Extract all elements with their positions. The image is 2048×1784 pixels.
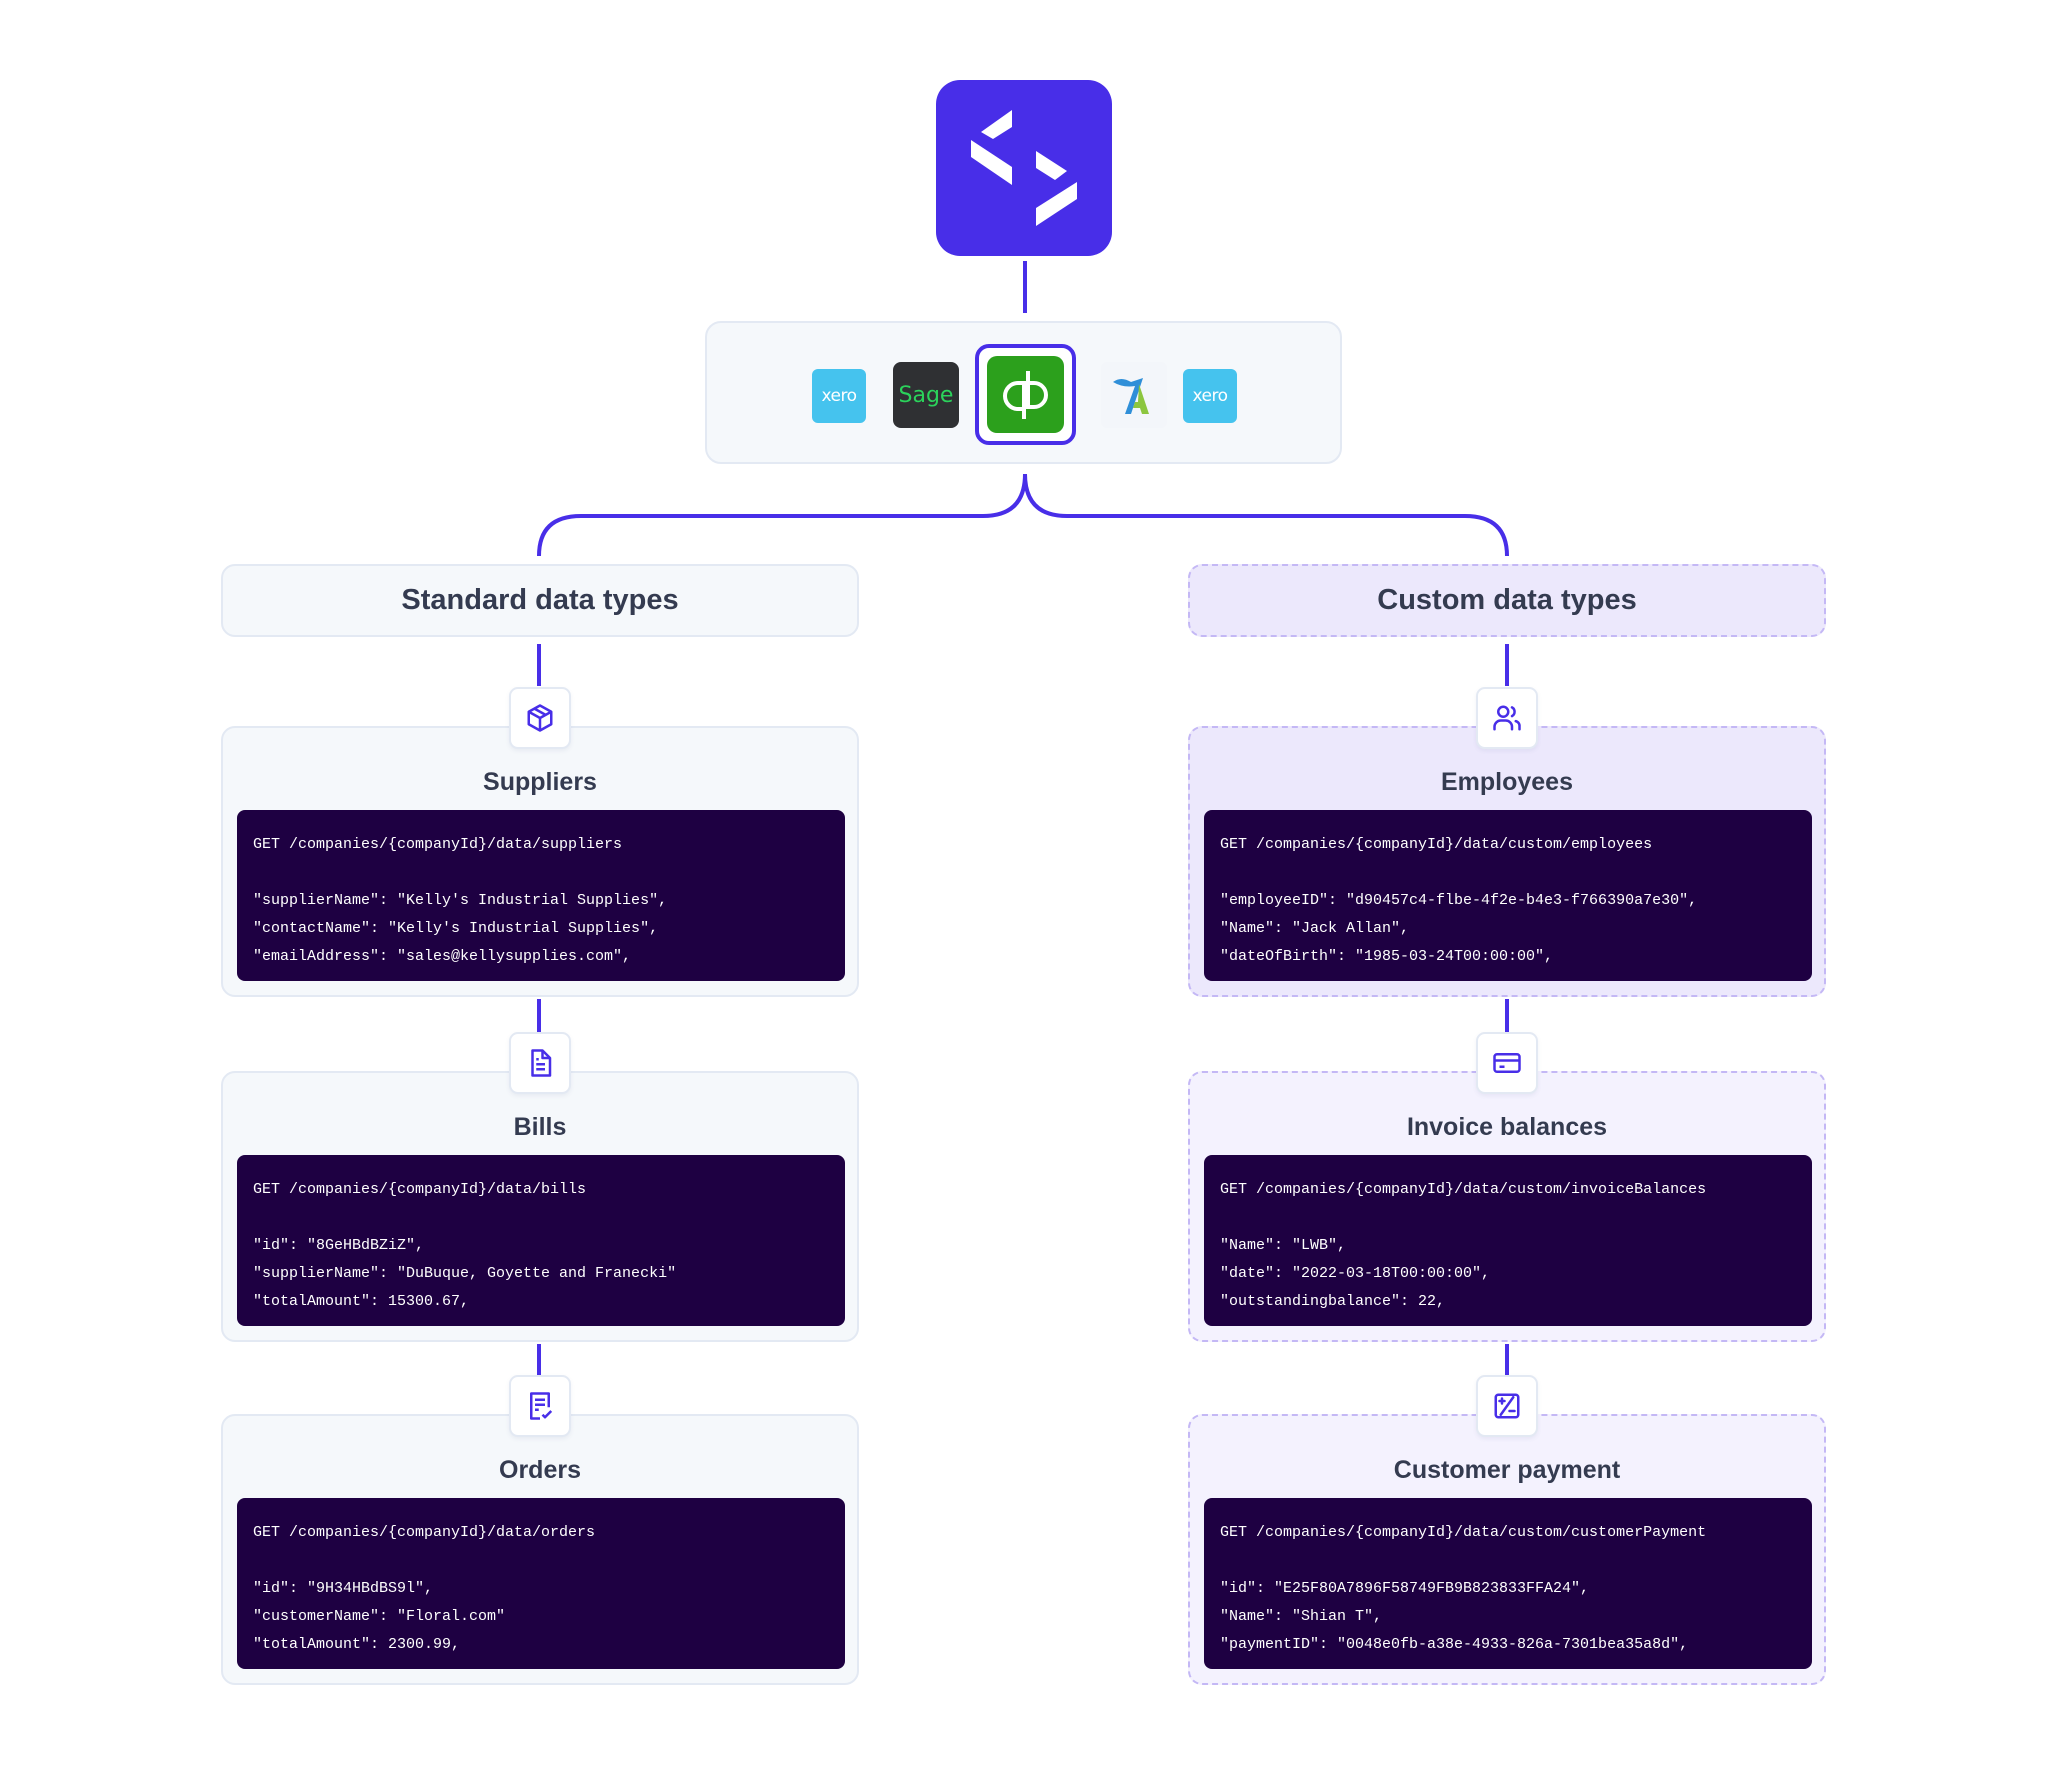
endpoint: GET /companies/{companyId}/data/custom/i…	[1220, 1181, 1707, 1198]
employees-icon-box	[1476, 687, 1538, 749]
invoice-balances-icon-box	[1476, 1032, 1538, 1094]
card-title: Invoice balances	[1406, 1113, 1608, 1141]
card-customer-payment: Customer payment GET /companies/{company…	[1188, 1414, 1826, 1685]
endpoint: GET /companies/{companyId}/data/custom/c…	[1220, 1524, 1707, 1541]
cube-icon	[527, 704, 553, 732]
code-line: "Name": "LWB",	[1220, 1237, 1347, 1254]
code-block: GET /companies/{companyId}/data/supplier…	[237, 810, 845, 981]
integration-sage[interactable]: Sage	[893, 362, 959, 428]
code-line: "emailAddress": "sales@kellysupplies.com…	[253, 948, 632, 965]
endpoint: GET /companies/{companyId}/data/custom/e…	[1220, 836, 1653, 853]
code-line: "totalAmount": 2300.99,	[253, 1636, 461, 1653]
card-employees: Employees GET /companies/{companyId}/dat…	[1188, 726, 1826, 997]
connector-branch-right	[1023, 473, 1509, 557]
integration-translate-accounting[interactable]	[1101, 362, 1167, 428]
code-line: "employeeID": "d90457c4-flbe-4f2e-b4e3-f…	[1220, 892, 1698, 909]
card-title: Orders	[499, 1456, 581, 1484]
endpoint: GET /companies/{companyId}/data/supplier…	[253, 836, 623, 853]
endpoint: GET /companies/{companyId}/data/orders	[253, 1524, 596, 1541]
code-line: "outstandingbalance": 22,	[1220, 1293, 1446, 1310]
bills-icon-box	[509, 1032, 571, 1094]
plus-minus-icon	[1494, 1393, 1520, 1419]
code-line: "totalAmount": 15300.67,	[253, 1293, 470, 1310]
code-line: "id": "E25F80A7896F58749FB9B823833FFA24"…	[1220, 1580, 1590, 1597]
card-invoice-balances: Invoice balances GET /companies/{company…	[1188, 1071, 1826, 1342]
card-suppliers: Suppliers GET /companies/{companyId}/dat…	[221, 726, 859, 997]
card-title: Suppliers	[483, 768, 597, 796]
card-title: Bills	[513, 1113, 567, 1141]
suppliers-icon-box	[509, 687, 571, 749]
integrations-panel: xero Sage qb xero	[705, 321, 1342, 464]
credit-card-icon	[1493, 1053, 1521, 1073]
orders-icon-box	[509, 1375, 571, 1437]
card-title: Employees	[1440, 768, 1573, 796]
code-line: "id": "8GeHBdBZiZ",	[253, 1237, 425, 1254]
custom-data-types-header: Custom data types	[1188, 564, 1826, 637]
codat-logo	[936, 80, 1112, 256]
quickbooks-logo: qb	[987, 356, 1064, 433]
code-line: "id": "9H34HBdBS9l",	[253, 1580, 434, 1597]
standard-data-types-header: Standard data types	[221, 564, 859, 637]
card-title: Customer payment	[1393, 1456, 1621, 1484]
code-block: GET /companies/{companyId}/data/custom/c…	[1204, 1498, 1812, 1669]
code-line: "paymentID": "0048e0fb-a38e-4933-826a-73…	[1220, 1636, 1689, 1653]
code-line: "supplierName": "Kelly's Industrial Supp…	[253, 892, 668, 909]
code-line: "contactName": "Kelly's Industrial Suppl…	[253, 920, 659, 937]
integration-quickbooks-selected[interactable]: qb	[975, 344, 1076, 445]
document-icon	[531, 1049, 552, 1077]
codat-logo-icon	[971, 110, 1077, 226]
integration-xero-2[interactable]: xero	[1183, 369, 1237, 423]
code-block: GET /companies/{companyId}/data/orders "…	[237, 1498, 845, 1669]
card-orders: Orders GET /companies/{companyId}/data/o…	[221, 1414, 859, 1685]
ta-logo-icon	[1113, 378, 1149, 414]
code-line: "Name": "Shian T",	[1220, 1608, 1383, 1625]
card-bills: Bills GET /companies/{companyId}/data/bi…	[221, 1071, 859, 1342]
customer-payment-icon-box	[1476, 1375, 1538, 1437]
integration-xero[interactable]: xero	[812, 369, 866, 423]
code-line: "date": "2022-03-18T00:00:00",	[1220, 1265, 1491, 1282]
code-line: "dateOfBirth": "1985-03-24T00:00:00",	[1220, 948, 1554, 965]
code-line: "customerName": "Floral.com"	[253, 1608, 506, 1625]
code-block: GET /companies/{companyId}/data/custom/i…	[1204, 1155, 1812, 1326]
quickbooks-icon	[1002, 370, 1048, 419]
code-block: GET /companies/{companyId}/data/custom/e…	[1204, 810, 1812, 981]
receipt-check-icon	[530, 1392, 553, 1420]
endpoint: GET /companies/{companyId}/data/bills	[253, 1181, 587, 1198]
connector-branch-left	[537, 473, 1027, 557]
code-line: "supplierName": "DuBuque, Goyette and Fr…	[253, 1265, 677, 1282]
code-block: GET /companies/{companyId}/data/bills "i…	[237, 1155, 845, 1326]
users-icon	[1493, 705, 1521, 731]
code-line: "Name": "Jack Allan",	[1220, 920, 1410, 937]
